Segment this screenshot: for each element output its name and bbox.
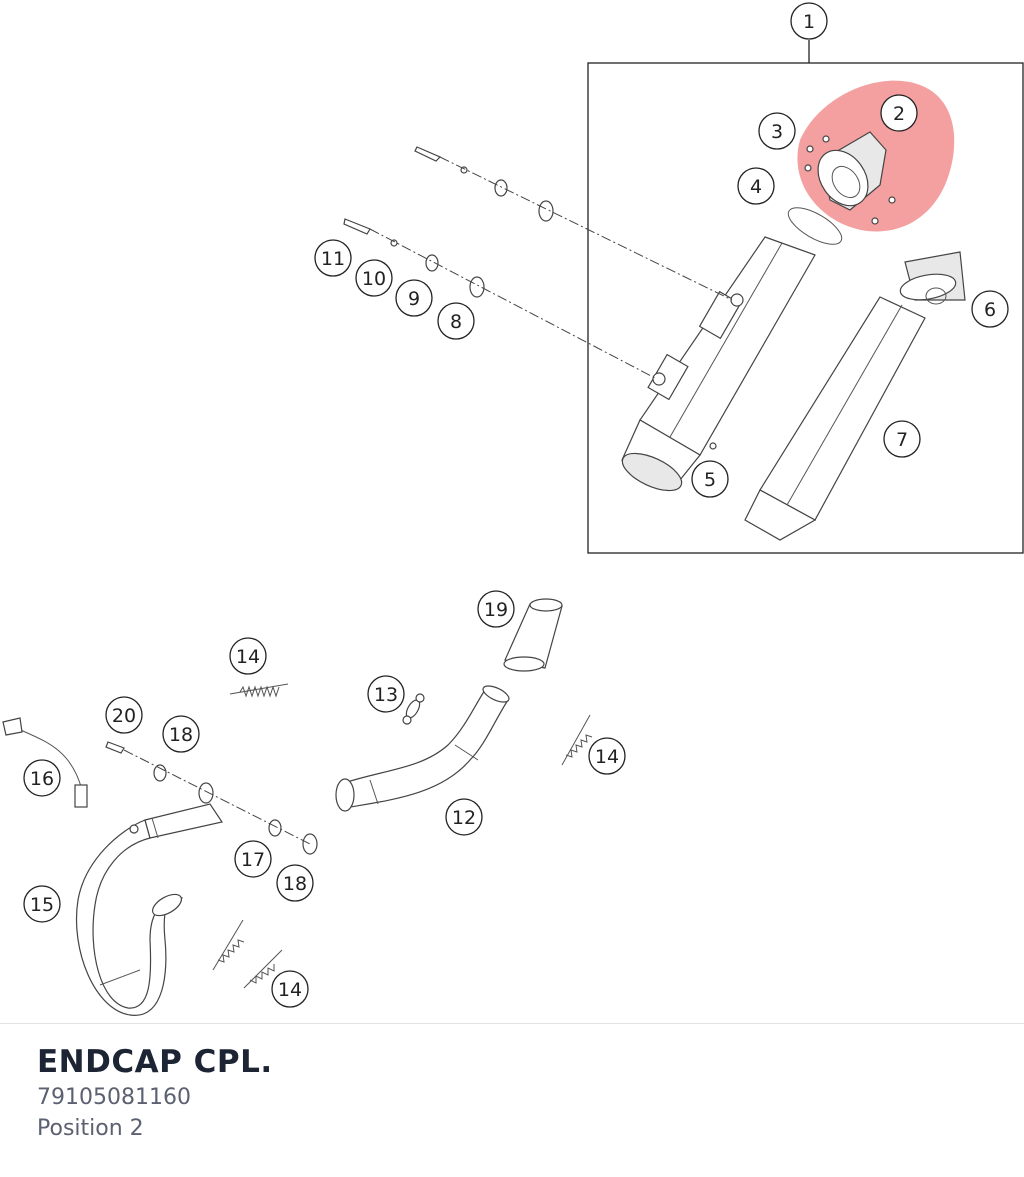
callout-number: 18 [283, 873, 307, 895]
spring-right[interactable] [561, 714, 593, 766]
callout-number: 10 [362, 268, 386, 290]
callout-18[interactable]: 18 [276, 864, 314, 902]
callout-number: 8 [450, 311, 462, 333]
clamp[interactable] [402, 693, 425, 725]
callout-number: 7 [896, 429, 908, 451]
callout-13[interactable]: 13 [367, 675, 405, 713]
callout-19[interactable]: 19 [477, 590, 515, 628]
callout-circle [395, 279, 433, 317]
callout-number: 14 [595, 746, 619, 768]
callout-circle [588, 737, 626, 775]
callout-number: 17 [241, 849, 265, 871]
callout-number: 11 [321, 248, 345, 270]
part-title: ENDCAP CPL. [37, 1044, 273, 1080]
callout-circle [276, 864, 314, 902]
endcap-screws[interactable] [804, 135, 896, 225]
callout-circle [880, 94, 918, 132]
callout-14[interactable]: 14 [229, 637, 267, 675]
callout-circle [367, 675, 405, 713]
header-bolt-set[interactable] [105, 741, 318, 855]
outer-endcap[interactable] [898, 251, 966, 305]
callout-number: 2 [893, 103, 905, 125]
spring-upper[interactable] [229, 683, 289, 698]
callout-circle [23, 885, 61, 923]
callout-circle [883, 420, 921, 458]
axis-line-upper [439, 156, 733, 301]
callout-12[interactable]: 12 [445, 798, 483, 836]
part-position: Position 2 [37, 1116, 144, 1141]
callout-number: 13 [374, 684, 398, 706]
callout-number: 3 [771, 121, 783, 143]
callout-15[interactable]: 15 [23, 885, 61, 923]
connecting-sleeve[interactable] [503, 598, 563, 672]
callout-10[interactable]: 10 [355, 259, 393, 297]
callout-number: 14 [236, 646, 260, 668]
callout-number: 5 [704, 469, 716, 491]
callout-number: 20 [112, 705, 136, 727]
callout-number: 12 [452, 807, 476, 829]
callout-circle [162, 715, 200, 753]
callout-circle [790, 2, 828, 40]
callout-9[interactable]: 9 [395, 279, 433, 317]
header-pipe[interactable] [75, 803, 223, 1016]
spring-lower-a[interactable] [212, 919, 245, 971]
callout-4[interactable]: 4 [737, 167, 775, 205]
manifold-pipe[interactable] [335, 683, 511, 812]
callout-number: 18 [169, 724, 193, 746]
callout-number: 1 [803, 11, 815, 33]
callout-11[interactable]: 11 [314, 239, 352, 277]
callout-16[interactable]: 16 [23, 759, 61, 797]
callout-number: 4 [750, 176, 762, 198]
callout-circle [691, 460, 729, 498]
callout-circle [971, 290, 1009, 328]
part-info-panel: ENDCAP CPL. 79105081160 Position 2 [37, 1042, 273, 1144]
callout-2[interactable]: 2 [880, 94, 918, 132]
callout-6[interactable]: 6 [971, 290, 1009, 328]
callout-circle [477, 590, 515, 628]
callout-circle [445, 798, 483, 836]
callout-14[interactable]: 14 [588, 737, 626, 775]
callout-3[interactable]: 3 [758, 112, 796, 150]
callout-18[interactable]: 18 [162, 715, 200, 753]
callout-circle [737, 167, 775, 205]
callout-circle [758, 112, 796, 150]
callout-circle [271, 970, 309, 1008]
callout-8[interactable]: 8 [437, 302, 475, 340]
callout-number: 19 [484, 599, 508, 621]
silencer-sleeve[interactable] [744, 296, 926, 541]
callout-number: 16 [30, 768, 54, 790]
callout-circle [355, 259, 393, 297]
callout-circle [229, 637, 267, 675]
callout-7[interactable]: 7 [883, 420, 921, 458]
callout-circle [23, 759, 61, 797]
lambda-sensor[interactable] [2, 717, 88, 808]
callout-17[interactable]: 17 [234, 840, 272, 878]
callout-20[interactable]: 20 [105, 696, 143, 734]
spring-lower-b[interactable] [243, 949, 283, 989]
mounting-bolt-set-lower[interactable] [343, 218, 485, 298]
silencer-assembly-frame [587, 62, 1024, 554]
silencer-body[interactable] [617, 236, 816, 498]
callout-14[interactable]: 14 [271, 970, 309, 1008]
callout-number: 6 [984, 299, 996, 321]
mounting-bolt-set-upper[interactable] [414, 146, 554, 222]
callout-1[interactable]: 1 [790, 2, 828, 40]
o-ring[interactable] [783, 201, 847, 252]
callout-5[interactable]: 5 [691, 460, 729, 498]
callout-circle [234, 840, 272, 878]
divider [0, 1023, 1024, 1024]
callout-number: 14 [278, 979, 302, 1001]
silencer-screw[interactable] [709, 442, 717, 450]
endcap-part[interactable] [808, 131, 887, 215]
callout-number: 9 [408, 288, 420, 310]
axis-line-header [123, 749, 311, 845]
callout-circle [437, 302, 475, 340]
callout-number: 15 [30, 894, 54, 916]
callout-circle [105, 696, 143, 734]
part-number: 79105081160 [37, 1085, 191, 1110]
callout-circle [314, 239, 352, 277]
